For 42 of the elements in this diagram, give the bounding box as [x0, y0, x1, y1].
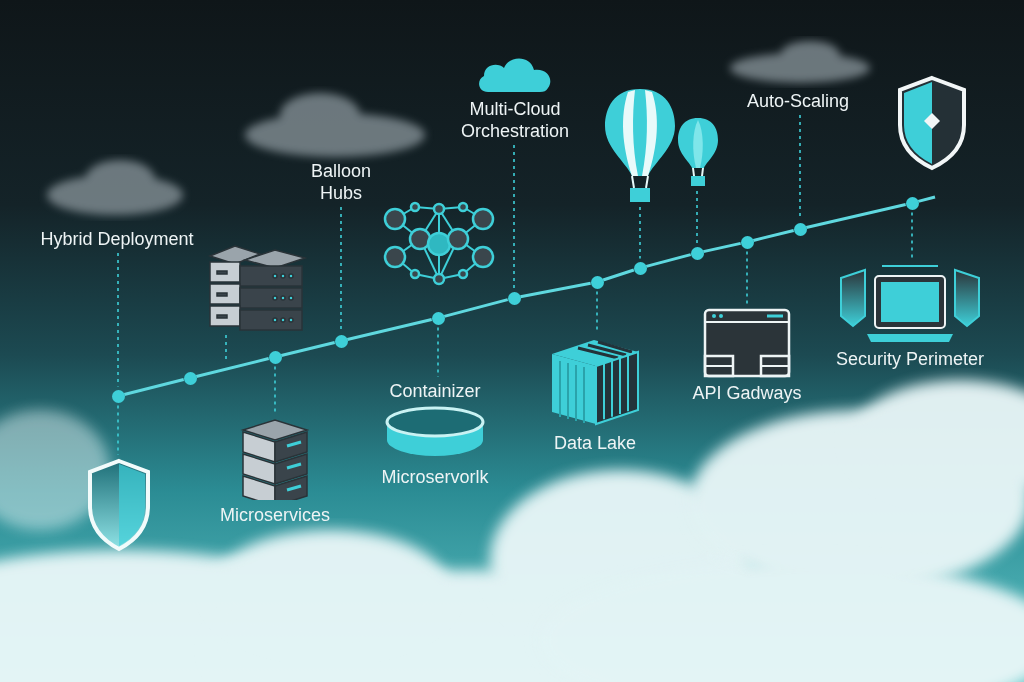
timeline-dot: [507, 291, 521, 305]
timeline-label: Microservices: [220, 504, 330, 526]
leader-line: [639, 206, 641, 260]
timeline-line: [703, 241, 741, 254]
timeline-dot: [183, 371, 197, 385]
timeline-dot: [590, 275, 604, 289]
timeline-label: Security Perimeter: [835, 348, 984, 370]
timeline-label: Microservorlk: [381, 466, 489, 488]
timeline-dot: [431, 311, 445, 325]
timeline-line: [280, 341, 336, 357]
timeline-line: [806, 203, 906, 229]
timeline-dot: [334, 334, 348, 348]
timeline-label: Auto-Scaling: [728, 90, 868, 112]
timeline-line: [443, 298, 509, 318]
timeline-dot: [793, 222, 807, 236]
leader-line: [513, 144, 515, 290]
timeline-label: Balloon Hubs: [295, 160, 387, 204]
timeline-label: Containizer: [389, 380, 481, 402]
timeline-label: Data Lake: [553, 432, 637, 454]
timeline-line: [123, 378, 185, 396]
timeline-line: [752, 229, 795, 242]
timeline-dot: [905, 196, 919, 210]
hot-air-balloon-icon: [602, 86, 678, 204]
timeline-line: [195, 357, 270, 378]
timeline-dot: [268, 350, 282, 364]
shield-icon: [86, 458, 152, 552]
timeline-line: [645, 253, 692, 268]
timeline-label: API Gadways: [692, 382, 802, 404]
timeline-dot: [690, 246, 704, 260]
timeline-dot: [740, 235, 754, 249]
timeline-line: [602, 268, 635, 282]
timeline-label: Hybrid Deployment: [22, 228, 212, 250]
timeline-line: [917, 195, 936, 203]
timeline-dot: [633, 261, 647, 275]
leader-line: [117, 252, 119, 388]
timeline-label: Multi-Cloud Orchestration: [435, 98, 595, 142]
hot-air-balloon-icon: [676, 116, 720, 188]
leader-line: [696, 190, 698, 245]
timeline-line: [520, 281, 591, 299]
leader-line: [746, 250, 748, 306]
timeline-dot: [111, 389, 125, 403]
timeline-line: [346, 318, 433, 341]
